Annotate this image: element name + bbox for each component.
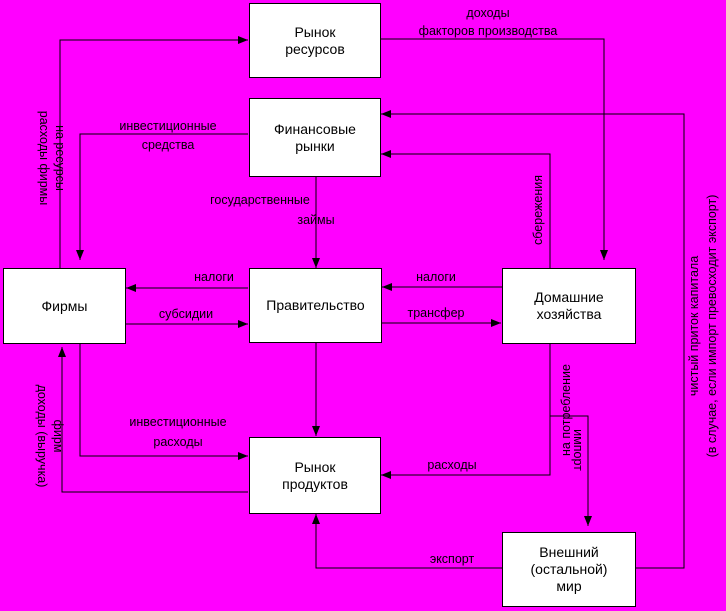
arrow-net-capital-inflow — [381, 110, 685, 569]
label-firm-revenue-1: доходы (выручка) — [35, 385, 49, 488]
label-taxes-households: налоги — [416, 270, 456, 284]
label-gov-borrowing-2: займы — [297, 213, 334, 227]
label-firm-resource-spending-1: расходы фирмы — [37, 111, 51, 206]
arrow-factor-income — [380, 38, 608, 260]
node-financial-markets: Финансовые рынки — [249, 98, 381, 177]
node-households: Домашние хозяйства — [502, 268, 636, 344]
label-firm-revenue-2: фирм — [51, 420, 65, 453]
label-net-capital-inflow-1: чистый приток капитала — [687, 256, 701, 396]
label-investment-spending-2: расходы — [153, 435, 202, 449]
arrow-consumption-spending — [381, 344, 551, 479]
label-factor-income-2: факторов производства — [419, 24, 558, 38]
label-savings: сбережения — [531, 175, 545, 245]
arrow-imports — [550, 415, 592, 526]
label-consumption-spending-1: расходы — [427, 458, 476, 472]
arrow-investment-spending — [79, 344, 248, 460]
label-gov-borrowing-1: государственные — [210, 193, 310, 207]
arrow-savings — [381, 150, 551, 268]
label-firm-resource-spending-2: на ресурсы — [53, 125, 67, 191]
label-exports: экспорт — [430, 552, 475, 566]
node-firms: Фирмы — [3, 268, 126, 344]
arrow-exports — [312, 514, 502, 569]
label-subsidies: субсидии — [159, 307, 213, 321]
label-factor-income-1: доходы — [466, 6, 509, 20]
arrow-investment-funds — [76, 133, 248, 260]
arrow-firm-revenue — [58, 347, 248, 493]
label-investment-funds-1: инвестиционные — [119, 119, 216, 133]
node-products-market: Рынок продуктов — [249, 437, 381, 514]
label-imports: импорт — [571, 429, 585, 471]
label-investment-spending-1: инвестиционные — [129, 415, 226, 429]
node-resources-market: Рынок ресурсов — [249, 3, 381, 78]
node-government: Правительство — [249, 268, 382, 343]
label-transfers: трансфер — [408, 306, 465, 320]
label-consumption-spending-2: на потребление — [559, 364, 573, 456]
arrow-firm-resource-spending — [59, 36, 248, 268]
label-investment-funds-2: средства — [142, 138, 195, 152]
label-taxes-firms: налоги — [194, 270, 234, 284]
label-net-capital-inflow-2: (в случае, если импорт превосходит экспо… — [705, 195, 719, 458]
node-foreign-world: Внешний (остальной) мир — [502, 532, 636, 607]
